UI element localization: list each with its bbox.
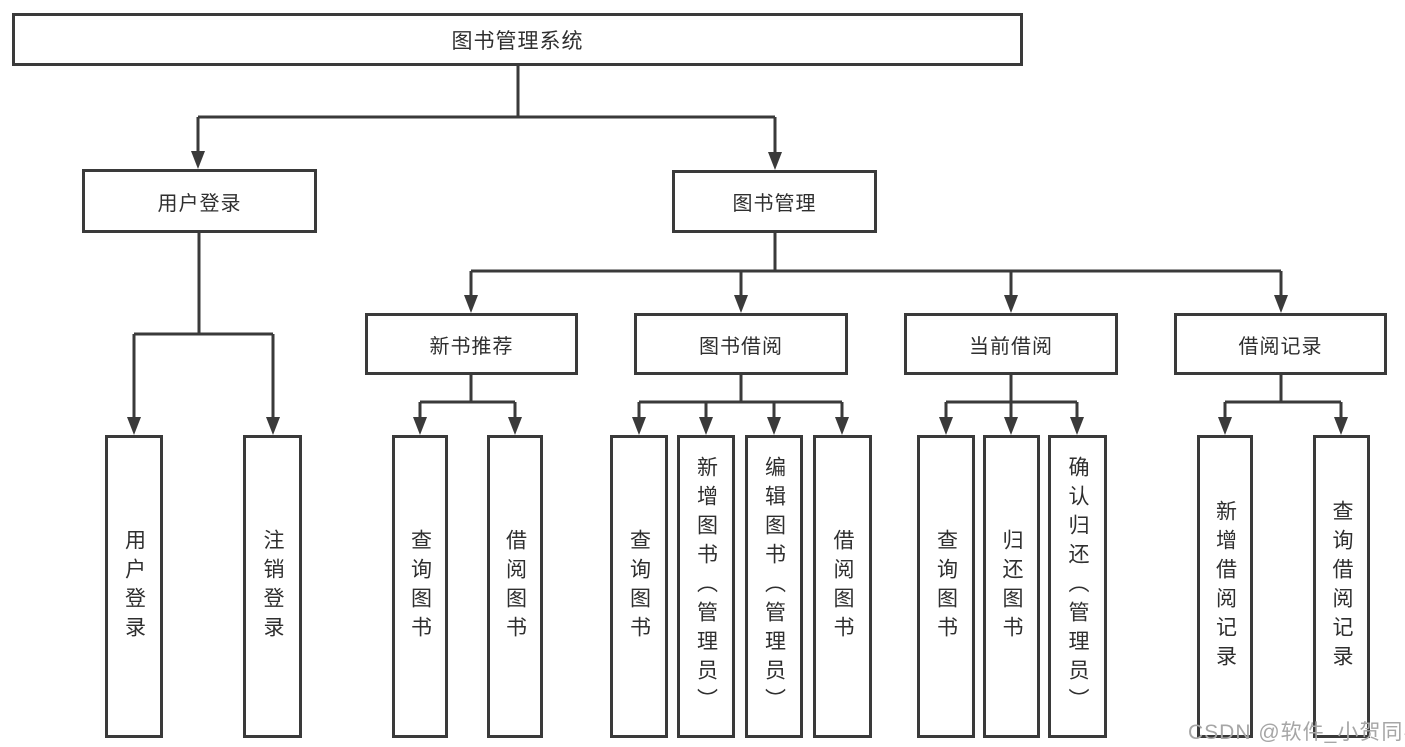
leaf-borrow-books: 借阅图书 [813, 435, 872, 738]
node-borrow-records-label: 借阅记录 [1238, 335, 1323, 358]
leaf-confirm-return-admin: 确认归还（管理员） [1048, 435, 1107, 738]
node-current-borrow: 当前借阅 [904, 313, 1118, 375]
leaf-recommend-query-books-label: 查询图书 [408, 528, 432, 645]
leaf-recommend-borrow-books: 借阅图书 [487, 435, 543, 738]
leaf-recommend-borrow-books-label: 借阅图书 [503, 528, 527, 645]
leaf-user-login: 用户登录 [105, 435, 163, 738]
node-user-login-label: 用户登录 [157, 192, 242, 215]
node-book-management: 图书管理 [672, 170, 877, 233]
leaf-query-borrow-record-label: 查询借阅记录 [1330, 499, 1353, 674]
node-new-book-recommend: 新书推荐 [365, 313, 578, 375]
leaf-add-borrow-record-label: 新增借阅记录 [1213, 499, 1237, 674]
node-root-label: 图书管理系统 [451, 29, 584, 53]
leaf-query-borrow-record: 查询借阅记录 [1313, 435, 1370, 738]
leaf-borrow-books-label: 借阅图书 [831, 528, 854, 645]
leaf-recommend-query-books: 查询图书 [392, 435, 448, 738]
leaf-borrow-query-books-label: 查询图书 [627, 528, 651, 645]
leaf-borrow-query-books: 查询图书 [610, 435, 668, 738]
watermark: CSDN @软件_小贺同学 [1188, 721, 1405, 744]
leaf-add-borrow-record: 新增借阅记录 [1197, 435, 1253, 738]
node-user-login: 用户登录 [82, 169, 317, 233]
node-book-borrow: 图书借阅 [634, 313, 848, 375]
node-book-management-label: 图书管理 [732, 193, 817, 215]
leaf-current-query-books-label: 查询图书 [934, 528, 958, 645]
leaf-logout: 注销登录 [243, 435, 302, 738]
leaf-confirm-return-admin-label: 确认归还（管理员） [1066, 456, 1089, 717]
leaf-current-query-books: 查询图书 [917, 435, 975, 738]
node-root: 图书管理系统 [12, 13, 1023, 66]
node-borrow-records: 借阅记录 [1174, 313, 1387, 375]
node-book-borrow-label: 图书借阅 [699, 335, 783, 358]
leaf-add-book-admin-label: 新增图书（管理员） [694, 456, 718, 717]
leaf-return-book: 归还图书 [983, 435, 1040, 738]
leaf-edit-book-admin: 编辑图书（管理员） [745, 435, 803, 738]
node-current-borrow-label: 当前借阅 [969, 335, 1053, 358]
arrowhead-icons [127, 151, 1348, 435]
leaf-add-book-admin: 新增图书（管理员） [677, 435, 735, 738]
leaf-return-book-label: 归还图书 [1000, 528, 1023, 645]
leaf-edit-book-admin-label: 编辑图书（管理员） [762, 456, 786, 717]
leaf-logout-label: 注销登录 [261, 528, 284, 645]
node-new-book-recommend-label: 新书推荐 [429, 335, 514, 358]
leaf-user-login-label: 用户登录 [122, 528, 146, 645]
